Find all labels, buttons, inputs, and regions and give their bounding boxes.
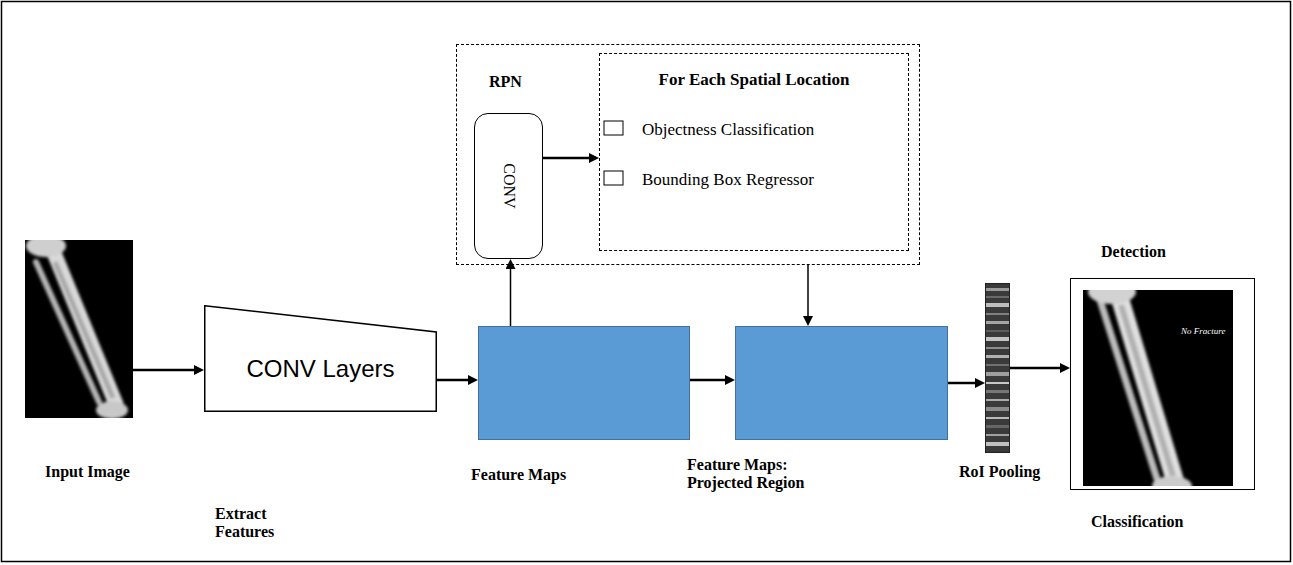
stripe — [985, 330, 1010, 332]
group-title: RPN — [489, 73, 522, 91]
arrow-connector — [948, 382, 977, 385]
input-xray — [25, 235, 133, 419]
joint — [1152, 476, 1192, 486]
stripe — [985, 321, 1010, 324]
arrow-connector — [690, 379, 727, 382]
rpn-conv-box: CONV — [474, 113, 543, 259]
stage-caption: Feature Maps — [471, 466, 566, 484]
roi-ground — [985, 283, 1010, 453]
stripe — [985, 390, 1010, 393]
stripe — [985, 296, 1010, 298]
stripe — [985, 442, 1010, 446]
xray-ground — [1083, 290, 1233, 486]
arrow-connector — [133, 369, 196, 372]
bone — [1100, 300, 1158, 482]
arrow-connector — [437, 379, 470, 382]
arrow-connector — [543, 157, 591, 160]
stage-caption: RoI Pooling — [959, 463, 1040, 481]
input-image: Input Image — [25, 240, 133, 418]
roi-texture — [985, 283, 1010, 453]
rpn-group: RPN CONV For Each Spatial LocationObjectne… — [456, 44, 920, 265]
roi-pooling-vector: RoI Pooling — [985, 283, 1010, 453]
stripe — [985, 313, 1010, 315]
stage-caption: Extract Features — [215, 505, 295, 542]
stripe — [985, 399, 1010, 401]
arrow-connector — [1010, 367, 1062, 370]
stripe — [985, 425, 1010, 428]
stripe — [985, 382, 1010, 384]
arrow-connector — [510, 267, 512, 326]
arrow-connector — [807, 265, 809, 318]
stripe — [985, 303, 1010, 307]
stage-caption: Classification — [1091, 513, 1183, 531]
stripe — [985, 434, 1010, 436]
result-text: No Fracture — [1181, 326, 1225, 336]
box-heading: For Each Spatial Location — [659, 70, 850, 90]
box-label: CONV — [499, 163, 517, 208]
checkboxes — [604, 121, 623, 185]
detection-box: DetectionNo FractureClassification — [1070, 278, 1255, 490]
joint — [26, 240, 66, 257]
checkbox — [604, 171, 623, 185]
stripe — [985, 372, 1010, 376]
stripe — [985, 364, 1010, 366]
conv-layers-trapezoid: CONV Layers — [204, 305, 437, 412]
output-item: Bounding Box Regressor — [642, 170, 814, 190]
xray-ground — [25, 240, 133, 418]
spatial-location-box: For Each Spatial LocationObjectness Clas… — [599, 53, 909, 251]
output-item: Objectness Classification — [642, 120, 814, 140]
stripe — [985, 288, 1010, 291]
stripe — [985, 407, 1010, 411]
checkbox — [604, 121, 623, 135]
detection-xray — [1083, 280, 1233, 496]
stripe — [985, 417, 1010, 419]
feature-map: Feature Maps — [478, 326, 690, 440]
stage-caption: Feature Maps: Projected Region — [687, 456, 847, 493]
stage-caption: Detection — [1101, 243, 1166, 261]
projected-feature-map: Feature Maps: Projected Region — [735, 326, 948, 440]
stripe — [985, 337, 1010, 341]
joint — [96, 401, 128, 418]
stripe — [985, 355, 1010, 358]
joint — [1088, 290, 1136, 304]
stage-title: CONV Layers — [246, 355, 394, 383]
image-caption: Input Image — [45, 463, 130, 481]
bone — [36, 262, 99, 402]
stripe — [985, 347, 1010, 349]
